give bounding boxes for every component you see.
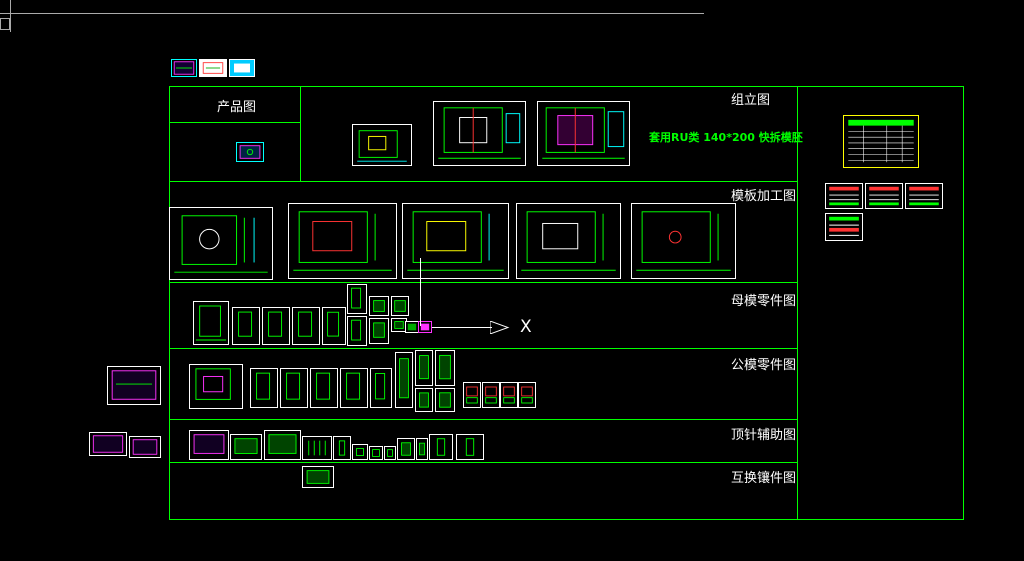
cavity-part-drawing[interactable]	[232, 307, 260, 345]
row-rule-1	[169, 181, 797, 182]
bom-table-drawing[interactable]	[843, 115, 919, 168]
section-label-product: 产品图	[217, 100, 257, 115]
mold-plate-drawing-2[interactable]	[288, 203, 397, 279]
spec-sheet-drawing[interactable]	[825, 213, 863, 241]
cavity-part-drawing[interactable]	[418, 321, 432, 333]
ucs-x-arrow-icon	[490, 321, 510, 334]
viewport-top-line	[0, 13, 704, 14]
ejector-aux-drawing[interactable]	[189, 430, 229, 460]
ucs-icon	[0, 18, 10, 30]
section-label-mold-plate: 模板加工图	[731, 189, 797, 204]
core-part-drawing[interactable]	[370, 368, 392, 408]
cavity-part-drawing[interactable]	[369, 318, 389, 344]
section-label-insert-parts: 互换镶件图	[731, 471, 797, 486]
side-drawing-thumb[interactable]	[129, 436, 161, 458]
cavity-part-drawing[interactable]	[347, 316, 367, 346]
ejector-aux-drawing[interactable]	[384, 446, 396, 460]
core-part-drawing[interactable]	[435, 388, 455, 412]
cavity-part-drawing[interactable]	[369, 296, 389, 316]
product-title-rule	[169, 122, 300, 123]
crosshair-cursor-icon	[420, 258, 421, 326]
ejector-aux-drawing[interactable]	[369, 446, 383, 460]
core-part-drawing[interactable]	[250, 368, 278, 408]
core-part-drawing[interactable]	[518, 382, 536, 408]
core-part-drawing[interactable]	[415, 388, 433, 412]
core-part-drawing[interactable]	[482, 382, 500, 408]
cavity-part-drawing[interactable]	[322, 307, 346, 345]
ucs-x-label: X	[520, 317, 532, 337]
assembly-note: 套用RU类 140*200 快拆模胚	[649, 131, 803, 144]
core-part-drawing[interactable]	[189, 364, 243, 409]
cavity-part-drawing[interactable]	[292, 307, 320, 345]
ejector-aux-drawing[interactable]	[397, 438, 415, 460]
row-rule-3	[169, 348, 797, 349]
core-part-drawing[interactable]	[435, 350, 455, 386]
section-label-cavity-parts: 母模零件图	[731, 294, 797, 309]
ejector-aux-drawing[interactable]	[333, 436, 351, 460]
core-part-drawing[interactable]	[340, 368, 368, 408]
product-divider	[300, 86, 301, 182]
core-part-drawing[interactable]	[415, 350, 433, 386]
spec-sheet-drawing[interactable]	[905, 183, 943, 209]
core-part-drawing[interactable]	[395, 352, 413, 408]
ejector-aux-drawing[interactable]	[302, 436, 332, 460]
drawing-thumb-top-3[interactable]	[229, 59, 255, 77]
spec-sheet-drawing[interactable]	[865, 183, 903, 209]
cavity-part-drawing[interactable]	[391, 296, 409, 316]
row-rule-5	[169, 462, 797, 463]
mold-plate-drawing-5[interactable]	[631, 203, 736, 279]
ejector-aux-drawing[interactable]	[230, 434, 262, 460]
core-part-drawing[interactable]	[280, 368, 308, 408]
ejector-aux-drawing[interactable]	[416, 438, 428, 460]
section-label-ejector-aux: 顶针辅助图	[731, 428, 797, 443]
side-drawing-thumb[interactable]	[89, 432, 127, 456]
assembly-drawing-3[interactable]	[537, 101, 630, 166]
right-column-divider	[797, 86, 798, 520]
row-rule-4	[169, 419, 797, 420]
row-rule-2	[169, 282, 797, 283]
main-frame	[169, 86, 964, 520]
drawing-thumb-top-2[interactable]	[199, 59, 227, 77]
ejector-aux-drawing[interactable]	[456, 434, 484, 460]
core-part-drawing[interactable]	[500, 382, 518, 408]
assembly-drawing-2[interactable]	[433, 101, 526, 166]
core-part-drawing[interactable]	[463, 382, 481, 408]
mold-plate-drawing-1[interactable]	[169, 207, 273, 280]
cavity-part-drawing[interactable]	[405, 321, 419, 333]
assembly-drawing-1[interactable]	[352, 124, 412, 166]
insert-part-drawing[interactable]	[302, 466, 334, 488]
side-drawing-thumb[interactable]	[107, 366, 161, 405]
spec-sheet-drawing[interactable]	[825, 183, 863, 209]
drawing-thumb-top-1[interactable]	[171, 59, 197, 77]
section-label-assembly: 组立图	[731, 93, 771, 108]
ejector-aux-drawing[interactable]	[264, 430, 301, 460]
product-drawing-thumb[interactable]	[236, 142, 264, 162]
core-part-drawing[interactable]	[310, 368, 338, 408]
crosshair-horizontal	[432, 327, 492, 328]
viewport-left-line	[10, 0, 11, 32]
cavity-part-drawing[interactable]	[262, 307, 290, 345]
cavity-part-drawing[interactable]	[193, 301, 229, 345]
mold-plate-drawing-4[interactable]	[516, 203, 621, 279]
mold-plate-drawing-3[interactable]	[402, 203, 509, 279]
ejector-aux-drawing[interactable]	[429, 434, 453, 460]
section-label-core-parts: 公模零件图	[731, 358, 797, 373]
ejector-aux-drawing[interactable]	[352, 444, 368, 460]
cavity-part-drawing[interactable]	[347, 284, 367, 314]
